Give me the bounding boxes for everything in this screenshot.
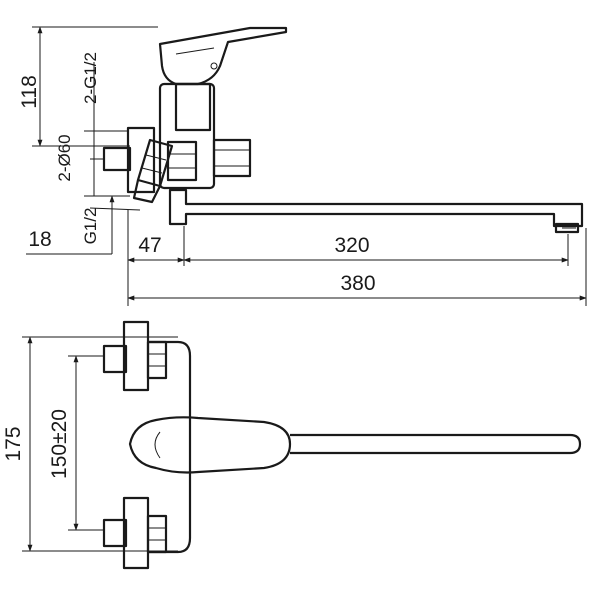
dim-total-length: 380 (340, 272, 375, 295)
side-body (158, 82, 216, 190)
dim-escutcheon: 2-Ø60 (55, 134, 74, 181)
dim-spout-gap: 47 (138, 234, 161, 257)
top-connector-upper-plate (122, 320, 150, 392)
side-dimension-lines (26, 26, 587, 306)
dim-outlet-thread: G1/2 (81, 208, 100, 245)
dim-top-height: 175 (2, 426, 25, 461)
top-connector-upper-nut (146, 340, 168, 380)
top-spout (290, 433, 582, 455)
side-handle-lever (158, 26, 288, 86)
top-view (102, 320, 582, 570)
side-aerator (554, 222, 580, 234)
side-right-nut (212, 138, 252, 178)
top-handle (128, 416, 292, 474)
side-escutcheon (126, 126, 156, 194)
dim-inlet-spacing: 150±20 (48, 409, 71, 479)
side-spout (168, 188, 584, 228)
side-cartridge (174, 82, 212, 132)
dim-spout-reach: 320 (334, 234, 369, 257)
dim-side-height: 118 (18, 75, 41, 108)
dim-inlet-thread: 2-G1/2 (81, 52, 100, 104)
top-connector-lower-nut (146, 514, 168, 554)
top-connector-lower-plate (122, 496, 150, 570)
dim-offset: 18 (28, 228, 51, 251)
top-connector-lower-pipe (102, 518, 128, 548)
top-connector-upper-pipe (102, 344, 128, 374)
top-body (148, 340, 192, 554)
side-inlet-pipe (102, 146, 132, 172)
side-view (90, 26, 584, 234)
top-dimension-lines (22, 336, 178, 552)
